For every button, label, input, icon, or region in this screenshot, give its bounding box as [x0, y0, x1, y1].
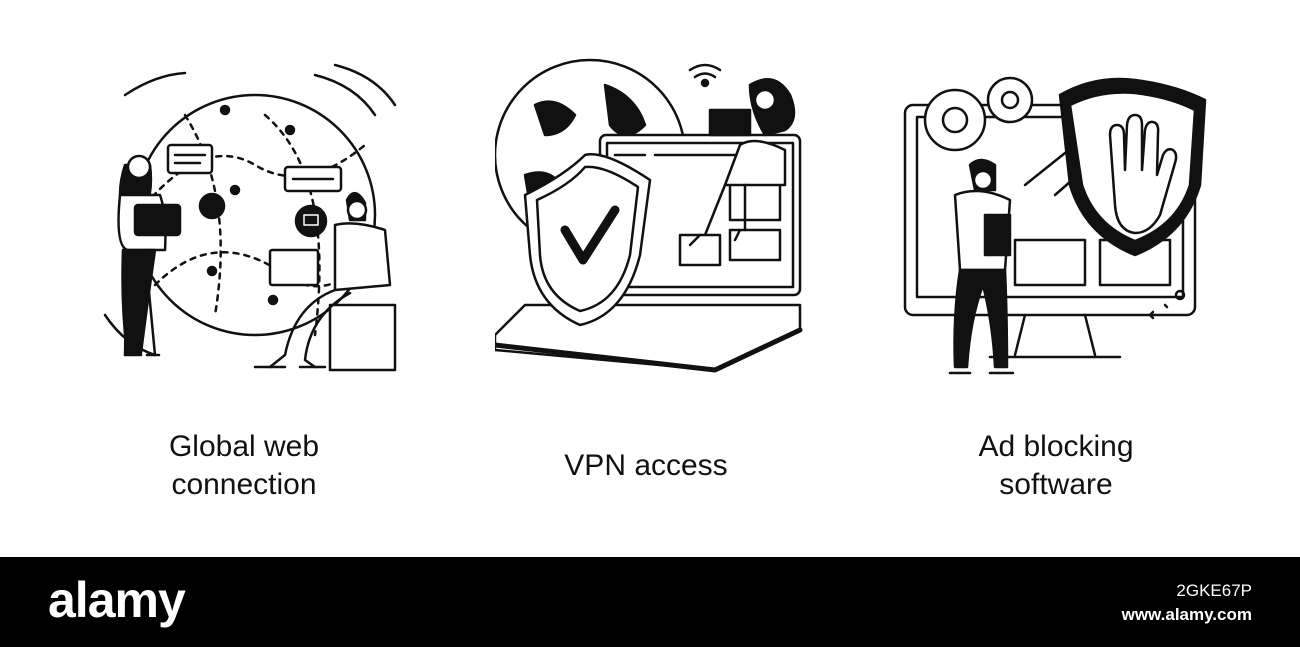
alamy-logo: alamy — [48, 572, 186, 628]
global-web-connection-illustration — [85, 55, 405, 395]
caption-line: software — [999, 468, 1113, 501]
site-url: www.alamy.com — [1121, 605, 1252, 624]
caption-global-web-connection: Global web connection — [84, 428, 404, 504]
caption-vpn-access: VPN access — [486, 447, 806, 485]
image-id-block: 2GKE67P www.alamy.com — [1122, 579, 1252, 627]
caption-line: VPN access — [564, 449, 728, 482]
caption-line: connection — [171, 468, 317, 501]
illustration-sheet: Global web connection VPN access Ad bloc… — [84, 55, 1216, 504]
vpn-access-illustration — [495, 55, 815, 395]
image-id: 2GKE67P — [1176, 581, 1252, 600]
ad-blocking-software-illustration — [895, 55, 1215, 395]
watermark-footer: alamy 2GKE67P www.alamy.com — [0, 557, 1300, 647]
caption-line: Ad blocking — [978, 430, 1134, 463]
caption-line: Global web — [168, 430, 320, 463]
caption-ad-blocking-software: Ad blocking software — [896, 428, 1216, 504]
